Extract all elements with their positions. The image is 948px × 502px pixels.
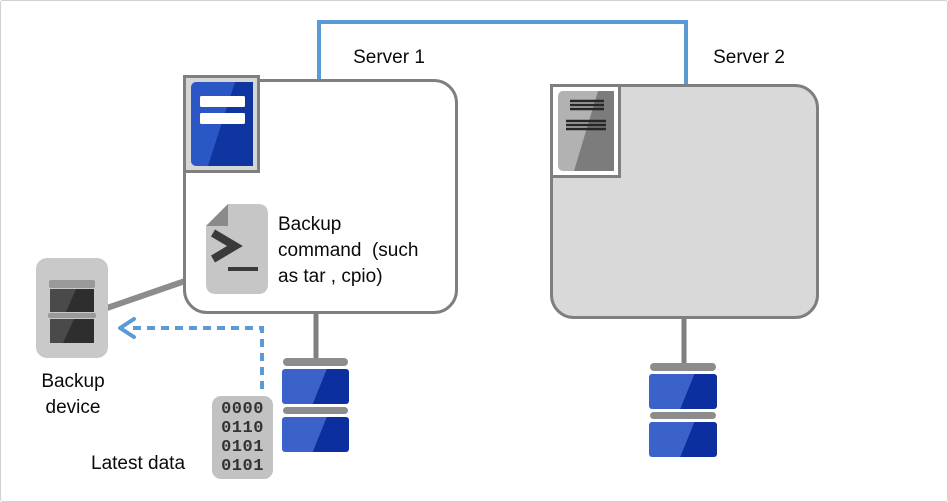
disk-platter — [649, 374, 717, 409]
terminal-script-document-icon — [206, 204, 268, 299]
arrowhead-left-icon — [118, 317, 136, 339]
disk-cap — [650, 412, 716, 419]
backup-device-label: Backup device — [21, 369, 125, 421]
backup-device-line1: Backup — [41, 371, 105, 392]
backup-device-line2: device — [45, 397, 101, 418]
disk-cap — [283, 358, 348, 366]
server1-icon-frame — [183, 75, 260, 173]
server1-label: Server 1 — [353, 47, 425, 68]
disk-cap — [650, 363, 716, 371]
server2-label: Server 2 — [713, 47, 785, 68]
tower-server-gray-icon — [557, 91, 614, 171]
server1-disk-stack-icon — [282, 358, 349, 452]
binary-row: 0101 — [221, 437, 264, 457]
binary-row: 0000 — [221, 399, 264, 419]
binary-row: 0110 — [221, 418, 264, 438]
backup-command-line3: as tar , cpio) — [278, 266, 383, 287]
backup-command-label: Backup command (such as tar , cpio) — [278, 212, 453, 290]
server2-icon-frame — [550, 84, 621, 178]
backup-command-line1: Backup — [278, 214, 342, 235]
data-flow-dashed-line — [129, 326, 264, 389]
tape-drive-icon — [36, 258, 108, 363]
server2-disk-stack-icon — [649, 363, 717, 457]
server1-backup-device-line — [104, 277, 191, 311]
disk-cap — [283, 407, 348, 414]
tower-server-blue-icon — [190, 82, 253, 166]
disk-platter — [282, 369, 349, 404]
backup-command-line2: command (such — [278, 240, 419, 261]
binary-row: 0101 — [221, 456, 264, 476]
disk-platter — [282, 417, 349, 452]
binary-data-icon: 0000 0110 0101 0101 — [212, 396, 273, 479]
disk-platter — [649, 422, 717, 457]
latest-data-label: Latest data — [91, 453, 186, 474]
